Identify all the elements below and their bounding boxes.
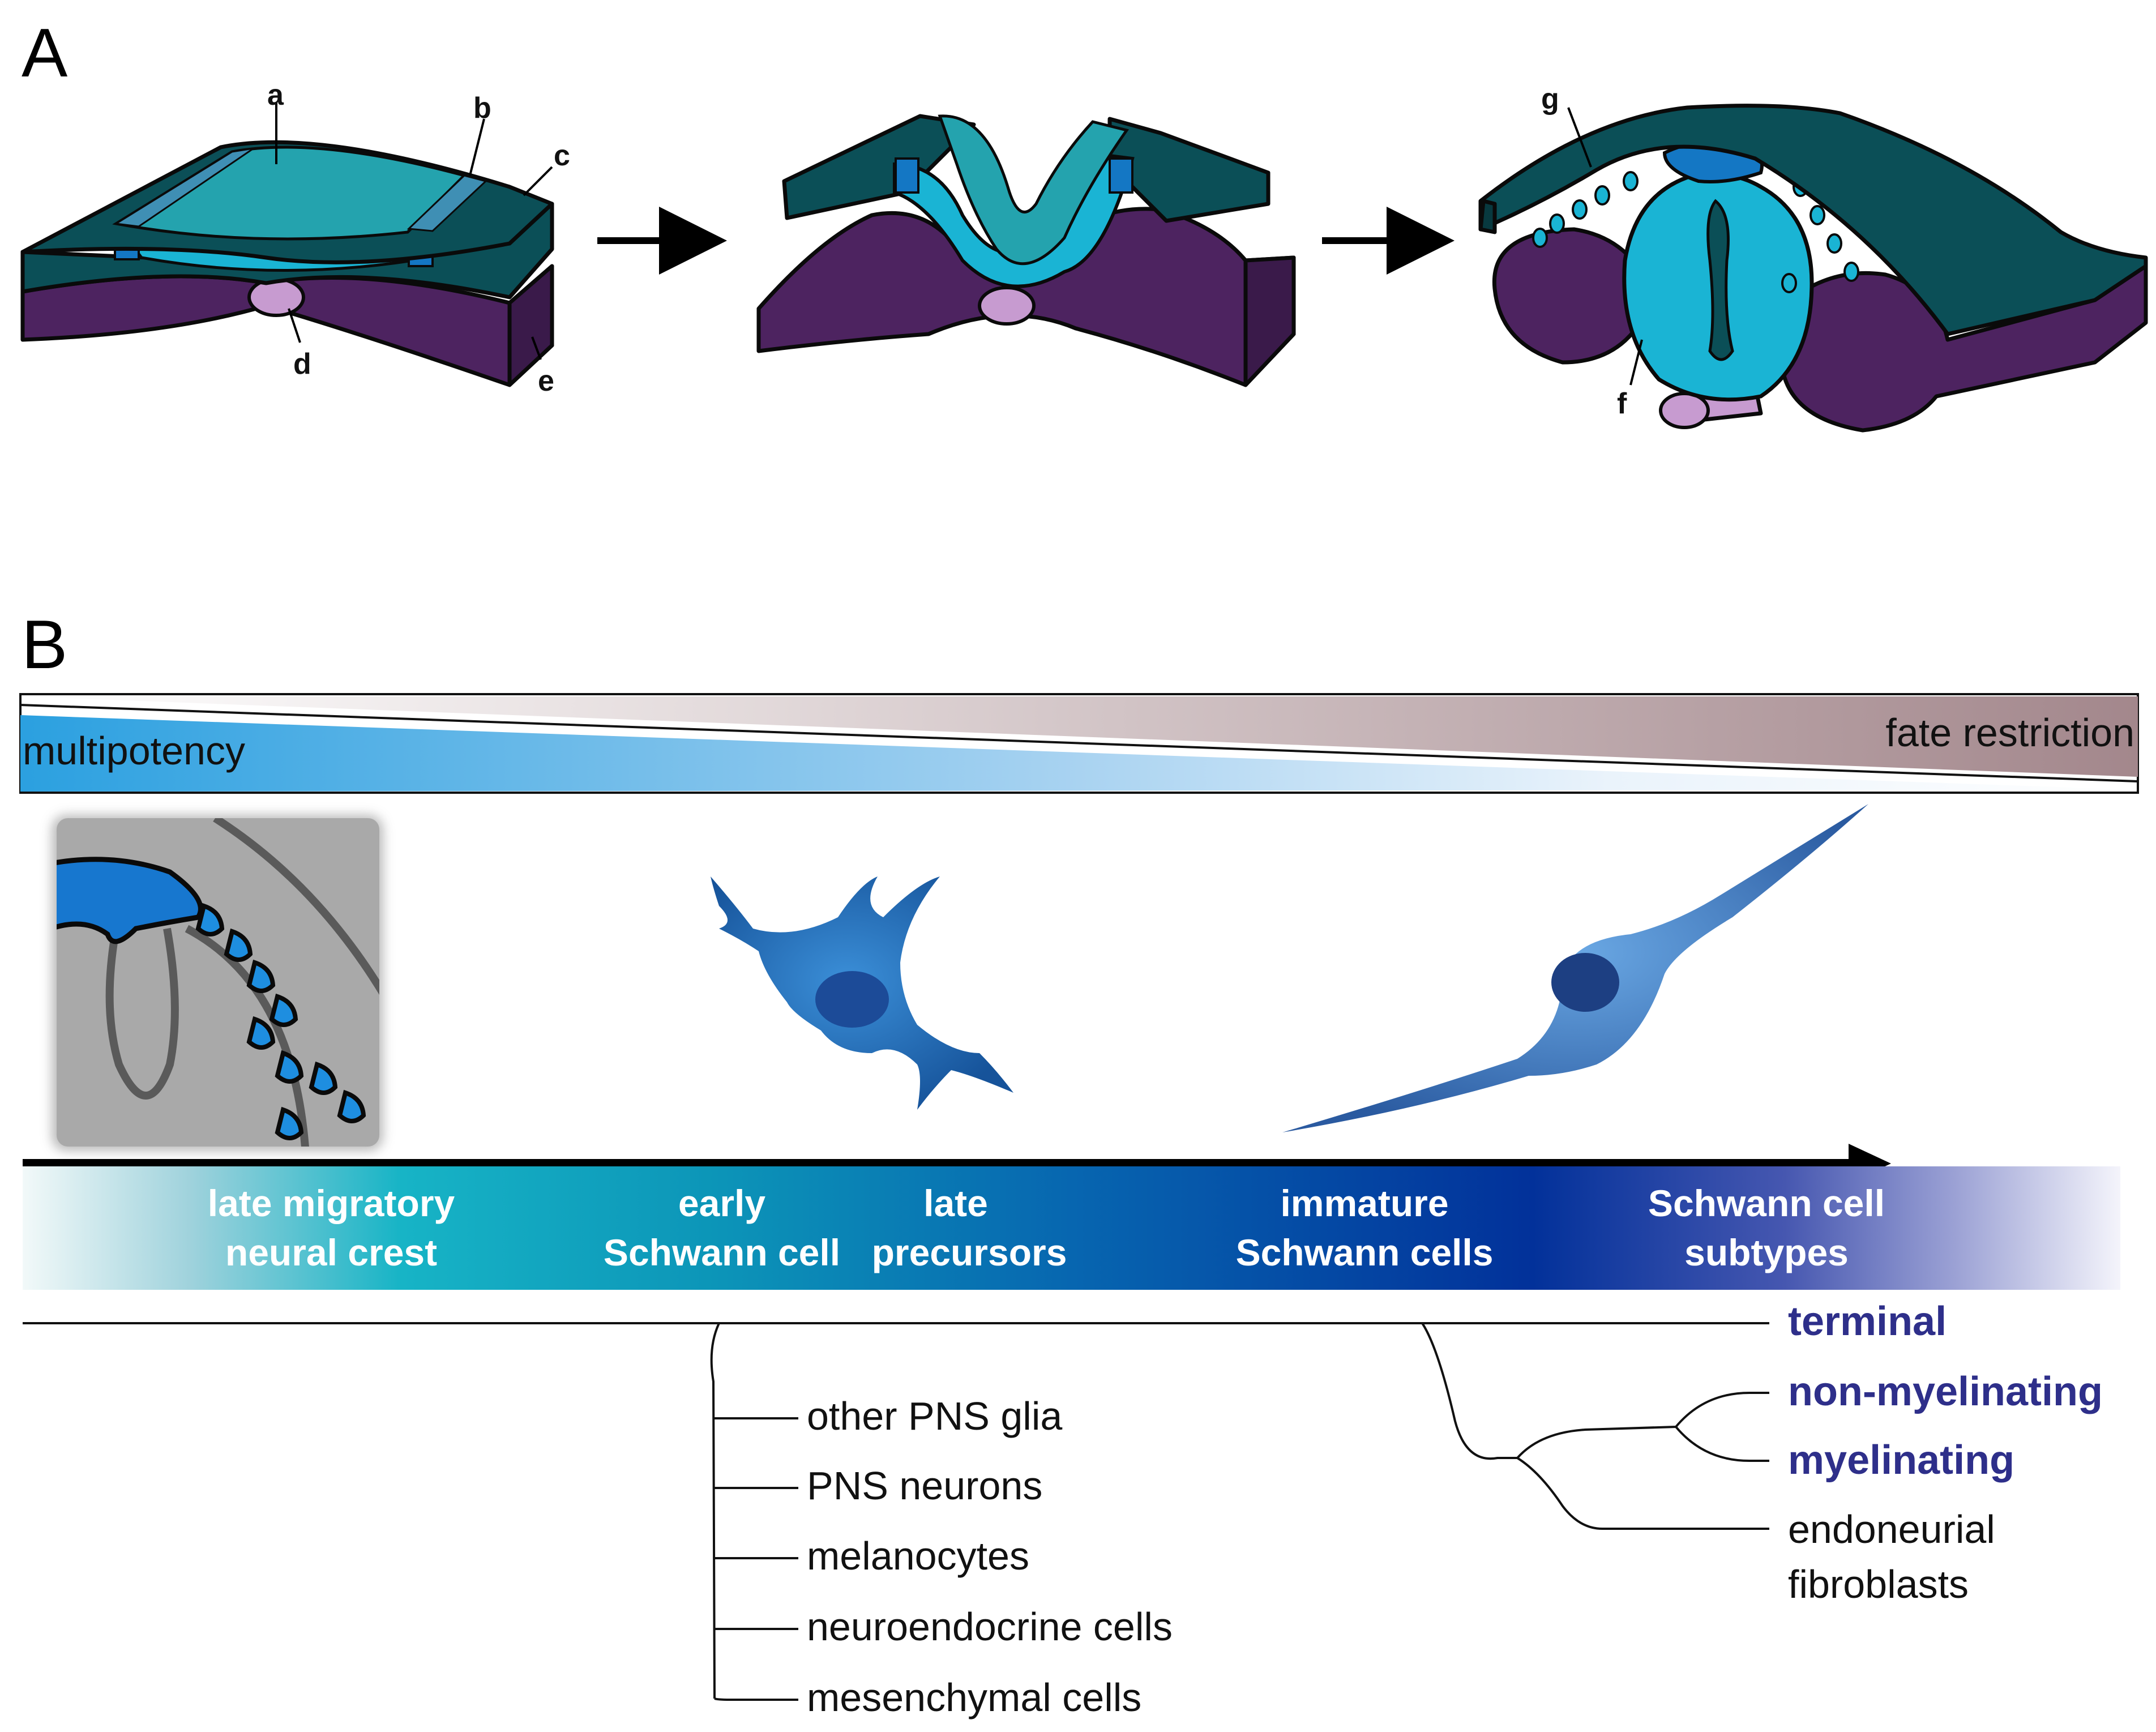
multipotency-label: multipotency — [23, 729, 245, 773]
stage-immature-2: Schwann cells — [1236, 1231, 1494, 1273]
label-f: f — [1617, 387, 1627, 420]
potency-gradient-bar: multipotency fate restriction — [19, 693, 2139, 794]
fate-restriction-label: fate restriction — [1885, 711, 2134, 755]
precursor-fate-item: melanocytes — [807, 1534, 1029, 1578]
fate-endoneurial-2: fibroblasts — [1788, 1562, 1969, 1606]
stage-band — [23, 1166, 2120, 1290]
stage-immature-1: immature — [1280, 1182, 1448, 1224]
label-d: d — [293, 348, 311, 380]
stage-late: late — [923, 1182, 988, 1224]
lineage-tree — [23, 1322, 1769, 1701]
label-c: c — [554, 139, 570, 172]
label-e: e — [538, 365, 554, 397]
stage-late-migratory-2: neural crest — [225, 1231, 437, 1273]
fate-terminal: terminal — [1788, 1299, 1947, 1344]
stage-late-migratory-1: late migratory — [208, 1182, 455, 1224]
neural-groove-stage — [756, 114, 1296, 387]
neural-crest-inset — [52, 815, 383, 1151]
stage-early: early — [678, 1182, 765, 1224]
panel-a-letter: A — [22, 14, 68, 91]
label-b: b — [473, 92, 491, 125]
precursor-fate-item: PNS neurons — [807, 1464, 1042, 1508]
schwann-cell-precursor-illustration — [711, 876, 1013, 1110]
fate-non-myelinating: non-myelinating — [1788, 1369, 2103, 1414]
precursor-fate-item: neuroendocrine cells — [807, 1605, 1173, 1649]
precursor-fate-item: mesenchymal cells — [807, 1675, 1141, 1720]
neural-tube-stage: g f — [1478, 83, 2148, 433]
label-a: a — [267, 79, 284, 112]
stage-subtypes-2: subtypes — [1684, 1231, 1849, 1273]
label-g: g — [1541, 83, 1559, 116]
overlying-ectoderm — [1478, 104, 2148, 336]
precursor-fate-item: other PNS glia — [807, 1394, 1062, 1438]
stage-early-2: Schwann cell — [604, 1231, 840, 1273]
schwann-fate-list: terminal non-myelinating myelinating end… — [1788, 1299, 2103, 1606]
stage-labels: late migratory neural crest early Schwan… — [208, 1182, 1885, 1273]
neural-plate-stage: a b c d e — [20, 79, 570, 397]
fate-endoneurial-1: endoneurial — [1788, 1507, 1995, 1551]
panel-b-letter: B — [22, 606, 67, 683]
fate-myelinating: myelinating — [1788, 1438, 2014, 1483]
inset-neural-crest-cap — [57, 857, 203, 944]
notochord — [247, 277, 305, 317]
stage-late-2: precursors — [872, 1231, 1067, 1273]
stage-subtypes-1: Schwann cell — [1648, 1182, 1885, 1224]
immature-schwann-cell-illustration — [1282, 804, 1868, 1132]
